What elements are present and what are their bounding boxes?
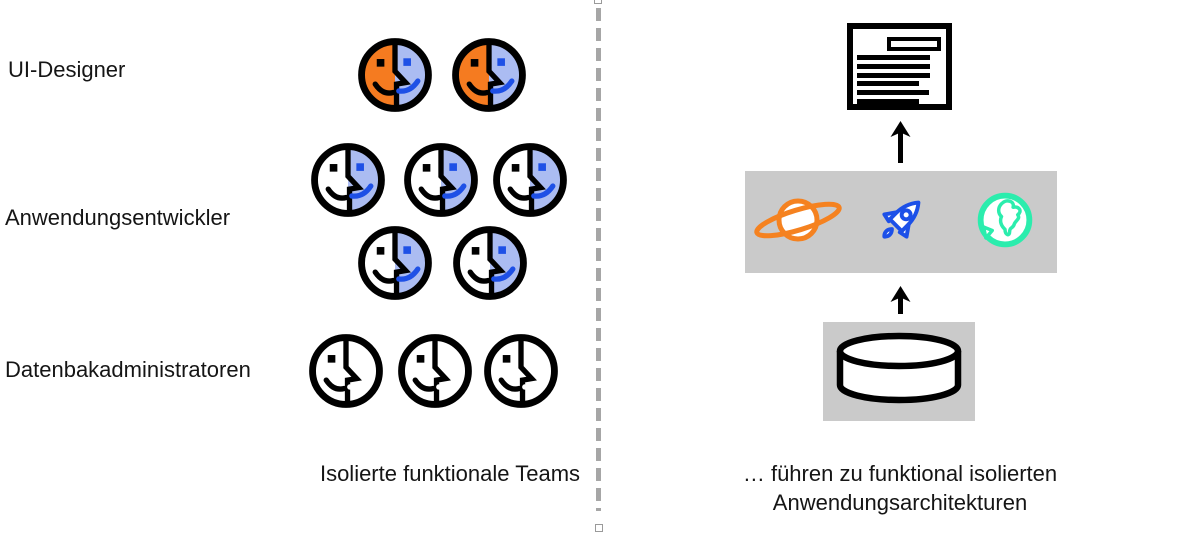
left-caption: Isolierte funktionale Teams [319,461,581,486]
label-datenbakadministratoren: Datenbakadministratoren [5,357,251,382]
divider-dashed-line[interactable] [596,8,601,511]
finder-face-icon [451,37,527,113]
finder-face-icon [310,142,386,218]
right-caption: … führen zu funktional isolierten Anwend… [730,459,1070,517]
arrow-up-icon [890,286,911,314]
finder-face-icon [492,142,568,218]
finder-face-icon [357,37,433,113]
label-ui-designer: UI-Designer [8,57,126,82]
database-cylinder-icon [836,332,962,404]
finder-face-icon [403,142,479,218]
document-icon [847,23,952,110]
divider-bottom-handle[interactable] [595,524,603,532]
saturn-planet-icon [752,194,844,246]
label-anwendungsentwickler: Anwendungsentwickler [5,205,231,230]
divider-top-handle[interactable] [594,0,602,4]
globe-icon [976,191,1034,249]
finder-face-icon [452,225,528,301]
finder-face-icon [308,333,384,409]
finder-face-icon [397,333,473,409]
rocket-icon [873,192,929,248]
right-caption-line2: Anwendungsarchitekturen [772,490,1028,515]
finder-face-icon [357,225,433,301]
right-caption-line1: … führen zu funktional isolierten [742,461,1058,486]
arrow-up-icon [890,121,911,163]
document-title-box [887,37,941,51]
finder-face-icon [483,333,559,409]
